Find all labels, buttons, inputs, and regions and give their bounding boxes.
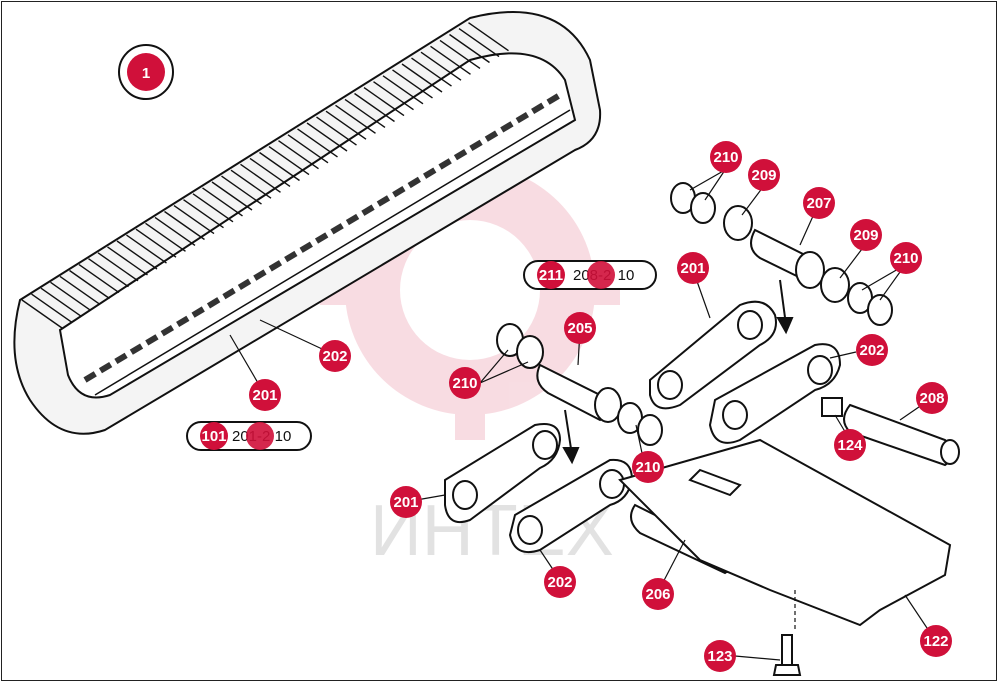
callout-201: 201: [390, 486, 422, 518]
callout-210: 210: [890, 242, 922, 274]
main-badge-number: 1: [142, 65, 150, 82]
callout-label: 123: [707, 648, 732, 665]
callout-label: 202: [547, 574, 572, 591]
callout-label: 201: [252, 387, 277, 404]
callouts: 210 209 207 209 210 201 202 205 210 210 208 124 201 2…: [249, 141, 952, 672]
pill-1-badge: 211: [539, 267, 563, 284]
main-badge: 1: [118, 44, 174, 100]
callout-123: 123: [704, 640, 736, 672]
callout-label: 201: [393, 494, 418, 511]
callout-label: 202: [859, 342, 884, 359]
callout-label: 124: [837, 437, 863, 454]
pill-2-suffix: 10: [275, 428, 292, 445]
callout-label: 207: [806, 195, 831, 212]
callout-label: 210: [893, 250, 918, 267]
pill-1-suffix: 10: [618, 267, 635, 284]
callout-202: 202: [544, 566, 576, 598]
callout-209: 209: [850, 219, 882, 251]
callout-201: 201: [249, 379, 281, 411]
callout-label: 201: [680, 260, 705, 277]
pill-2-badge: 101: [201, 428, 226, 445]
callout-207: 207: [803, 187, 835, 219]
track-belt: [13, 11, 602, 435]
callout-124: 124: [834, 429, 866, 461]
callout-label: 210: [452, 375, 477, 392]
callout-label: 208: [919, 390, 944, 407]
callout-202: 202: [856, 334, 888, 366]
callout-209: 209: [748, 159, 780, 191]
callout-201: 201: [677, 252, 709, 284]
callout-210: 210: [710, 141, 742, 173]
callout-205: 205: [564, 312, 596, 344]
callout-label: 122: [923, 633, 948, 650]
callout-202: 202: [319, 340, 351, 372]
callout-208: 208: [916, 382, 948, 414]
callout-label: 210: [713, 149, 738, 166]
callout-label: 209: [853, 227, 878, 244]
callout-122: 122: [920, 625, 952, 657]
callout-label: 209: [751, 167, 776, 184]
pill-group-1: 211 208-2 10: [523, 260, 657, 290]
callout-206: 206: [642, 578, 674, 610]
pill-group-2: 101 201-2 10: [186, 421, 312, 451]
callout-label: 202: [322, 348, 347, 365]
callout-label: 206: [645, 586, 670, 603]
callout-label: 205: [567, 320, 592, 337]
pin-bushing-parts: [444, 182, 960, 676]
callout-210: 210: [632, 451, 664, 483]
callout-label: 210: [635, 459, 660, 476]
callout-210: 210: [449, 367, 481, 399]
